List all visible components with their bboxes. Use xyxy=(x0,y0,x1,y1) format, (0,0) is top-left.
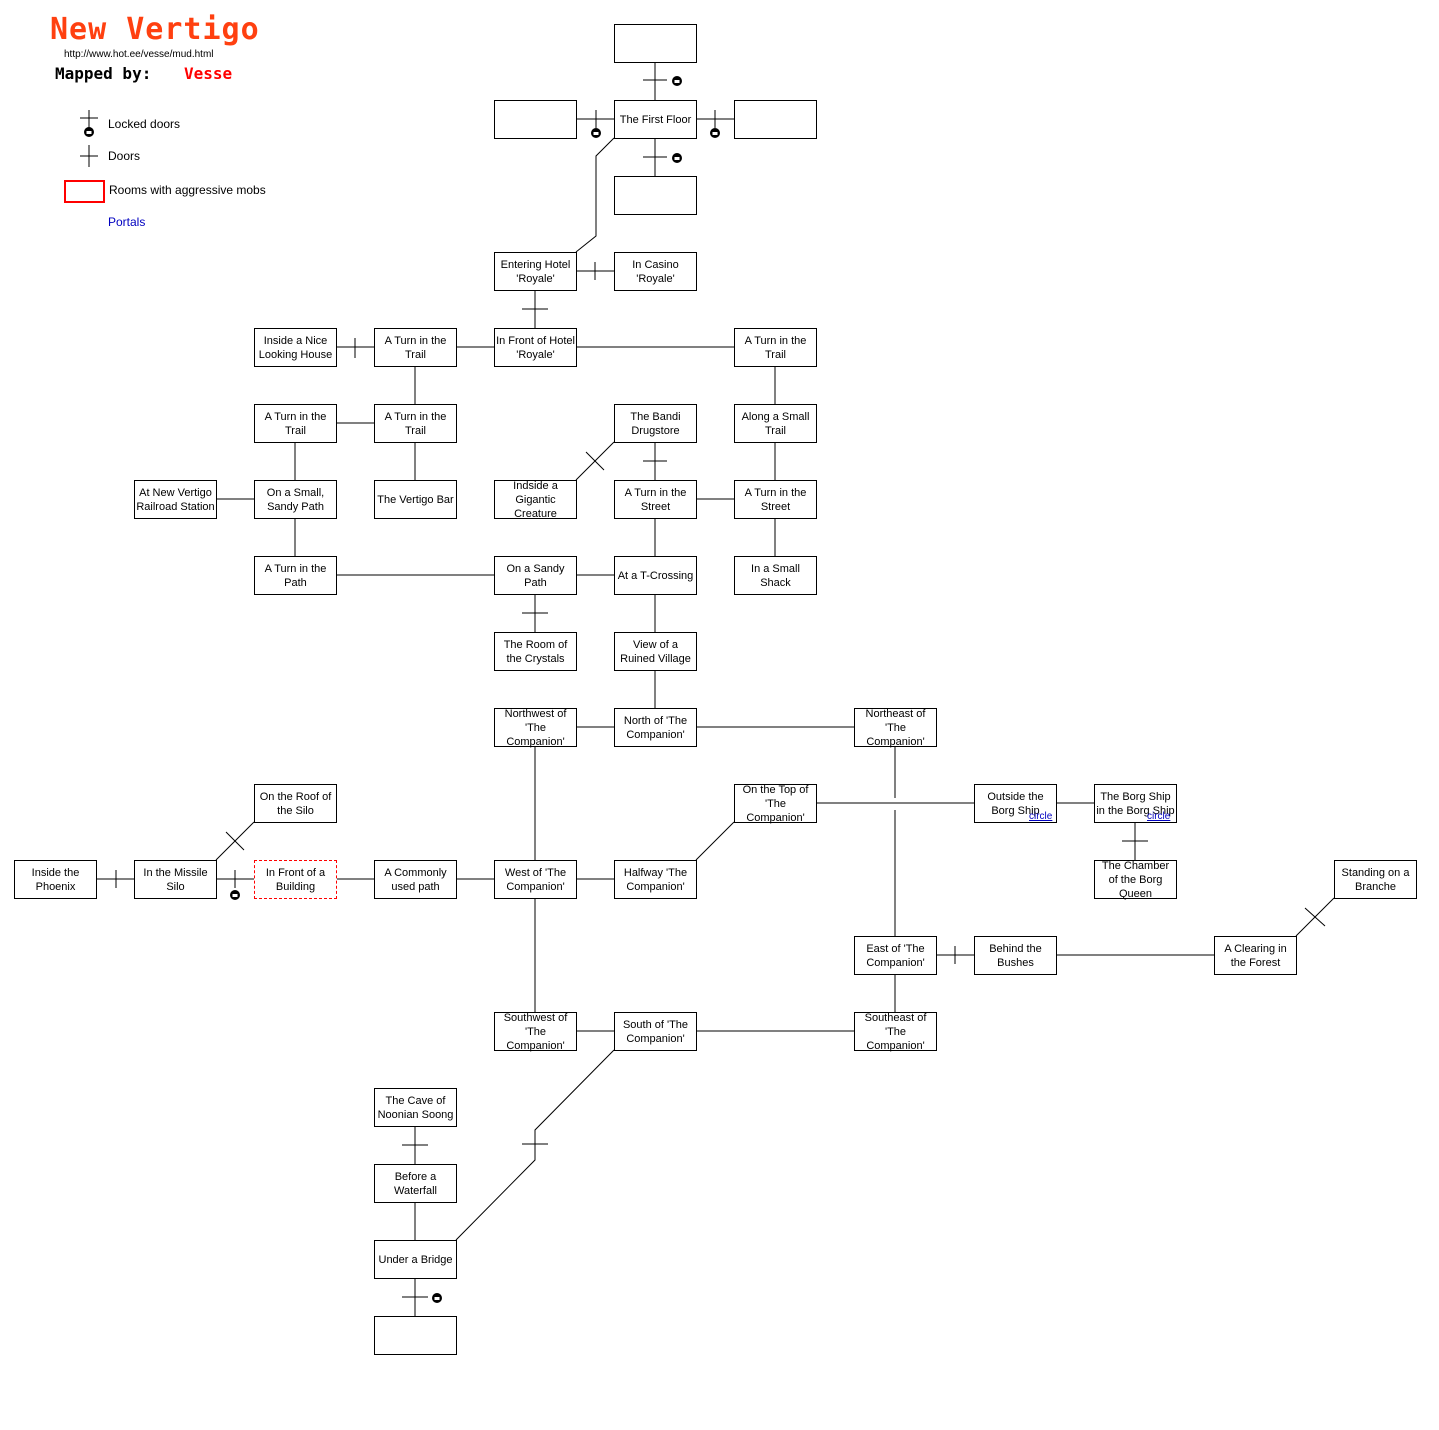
room-first-floor[interactable]: The First Floor xyxy=(614,100,697,139)
connection-line xyxy=(695,821,735,861)
room-inside-phoenix[interactable]: Inside the Phoenix xyxy=(14,860,97,899)
room-ne-companion[interactable]: Northeast of 'The Companion' xyxy=(854,708,937,748)
room-outside-borg[interactable]: Outside the Borg Ship xyxy=(974,784,1057,823)
room-east[interactable] xyxy=(734,100,817,139)
room-street-2[interactable]: A Turn in the Street xyxy=(734,480,817,519)
room-standing-branche[interactable]: Standing on a Branche xyxy=(1334,860,1417,899)
room-small-trail[interactable]: Along a Small Trail xyxy=(734,404,817,443)
room-below-first-floor[interactable] xyxy=(614,176,697,215)
room-inside-nice-house[interactable]: Inside a Nice Looking House xyxy=(254,328,337,367)
door-tick xyxy=(585,451,605,471)
room-sandy-path-small[interactable]: On a Small, Sandy Path xyxy=(254,480,337,519)
legend-locked-doors: Locked doors xyxy=(108,117,181,131)
room-trail-2[interactable]: A Turn in the Trail xyxy=(254,404,337,443)
room-bandi-drugstore[interactable]: The Bandi Drugstore xyxy=(614,404,697,443)
room-sandy-path[interactable]: On a Sandy Path xyxy=(494,556,577,595)
room-bottom[interactable] xyxy=(374,1316,457,1355)
room-missile-silo[interactable]: In the Missile Silo xyxy=(134,860,217,899)
room-cave-noonian[interactable]: The Cave of Noonian Soong xyxy=(374,1088,457,1127)
portal-link-outside-borg[interactable]: circle xyxy=(1029,811,1053,822)
room-top-companion[interactable]: On the Top of 'The Companion' xyxy=(734,784,817,824)
room-front-hotel[interactable]: In Front of Hotel 'Royale' xyxy=(494,328,577,367)
room-n-companion[interactable]: North of 'The Companion' xyxy=(614,708,697,747)
connection-line xyxy=(455,1049,615,1241)
author-url: http://www.hot.ee/vesse/mud.html xyxy=(64,49,214,60)
lock-icon xyxy=(432,1293,442,1303)
room-casino[interactable]: In Casino 'Royale' xyxy=(614,252,697,291)
room-borg-queen[interactable]: The Chamber of the Borg Queen xyxy=(1094,860,1177,900)
door-tick xyxy=(1304,907,1326,927)
room-commonly-path[interactable]: A Commonly used path xyxy=(374,860,457,899)
portal-link-borg-ship[interactable]: circle xyxy=(1147,811,1171,822)
room-se-companion[interactable]: Southeast of 'The Companion' xyxy=(854,1012,937,1052)
room-railroad-station[interactable]: At New Vertigo Railroad Station xyxy=(134,480,217,519)
room-behind-bushes[interactable]: Behind the Bushes xyxy=(974,936,1057,975)
room-top[interactable] xyxy=(614,24,697,63)
room-trail-3[interactable]: A Turn in the Trail xyxy=(374,404,457,443)
room-west[interactable] xyxy=(494,100,577,139)
author-name: Vesse xyxy=(184,64,233,83)
door-tick xyxy=(225,831,245,851)
room-e-companion[interactable]: East of 'The Companion' xyxy=(854,936,937,975)
room-small-shack[interactable]: In a Small Shack xyxy=(734,556,817,595)
legend-aggressive-swatch xyxy=(64,180,105,203)
room-s-companion[interactable]: South of 'The Companion' xyxy=(614,1012,697,1051)
room-trail-1[interactable]: A Turn in the Trail xyxy=(374,328,457,367)
legend-doors: Doors xyxy=(108,149,141,163)
room-entering-hotel[interactable]: Entering Hotel 'Royale' xyxy=(494,252,577,291)
mapped-by-label: Mapped by: xyxy=(55,64,152,83)
room-roof-silo[interactable]: On the Roof of the Silo xyxy=(254,784,337,823)
room-ruined-village[interactable]: View of a Ruined Village xyxy=(614,632,697,671)
lock-icon xyxy=(591,128,601,138)
lock-icon xyxy=(672,76,682,86)
connection-line xyxy=(575,137,615,253)
room-borg-ship[interactable]: The Borg Ship in the Borg Ship xyxy=(1094,784,1177,823)
room-under-bridge[interactable]: Under a Bridge xyxy=(374,1240,457,1279)
map-title: New Vertigo xyxy=(50,12,260,47)
lock-icon xyxy=(230,890,240,900)
room-trail-east[interactable]: A Turn in the Trail xyxy=(734,328,817,367)
room-sw-companion[interactable]: Southwest of 'The Companion' xyxy=(494,1012,577,1052)
lock-icon xyxy=(84,127,94,137)
room-halfway[interactable]: Halfway 'The Companion' xyxy=(614,860,697,899)
legend-portals: Portals xyxy=(108,215,146,229)
room-gigantic-creature[interactable]: Indside a Gigantic Creature xyxy=(494,480,577,520)
room-nw-companion[interactable]: Northwest of 'The Companion' xyxy=(494,708,577,748)
room-vertigo-bar[interactable]: The Vertigo Bar xyxy=(374,480,457,519)
room-turn-path[interactable]: A Turn in the Path xyxy=(254,556,337,595)
room-street-1[interactable]: A Turn in the Street xyxy=(614,480,697,519)
lock-icon xyxy=(710,128,720,138)
room-front-building[interactable]: In Front of a Building xyxy=(254,860,337,899)
lock-icon xyxy=(672,153,682,163)
room-clearing-forest[interactable]: A Clearing in the Forest xyxy=(1214,936,1297,975)
room-before-waterfall[interactable]: Before a Waterfall xyxy=(374,1164,457,1203)
room-w-companion[interactable]: West of 'The Companion' xyxy=(494,860,577,899)
legend-aggressive: Rooms with aggressive mobs xyxy=(109,183,266,197)
room-crystals[interactable]: The Room of the Crystals xyxy=(494,632,577,671)
room-t-crossing[interactable]: At a T-Crossing xyxy=(614,556,697,595)
